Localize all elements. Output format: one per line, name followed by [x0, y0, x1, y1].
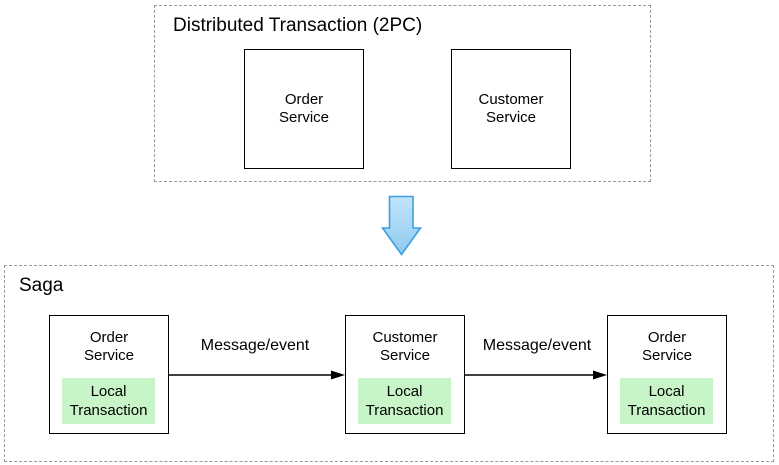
- 2pc-group-title: Distributed Transaction (2PC): [173, 15, 423, 36]
- 2pc-customer-service-box: Customer Service: [451, 49, 571, 169]
- local-transaction-box: Local Transaction: [620, 378, 713, 424]
- saga-group: Saga Order Service Local Transaction Cus…: [4, 265, 774, 462]
- saga-customer-service-box: Customer Service Local Transaction: [345, 315, 465, 434]
- message-event-label: Message/event: [200, 337, 310, 355]
- message-arrow-1: [465, 370, 607, 380]
- 2pc-order-service-box: Order Service: [244, 49, 364, 169]
- saga-order-service-box-2: Order Service Local Transaction: [607, 315, 727, 434]
- message-arrow-0: [169, 370, 345, 380]
- service-label: Order Service: [83, 329, 135, 364]
- message-event-label: Message/event: [482, 337, 592, 355]
- local-transaction-label: Local Transaction: [627, 383, 706, 419]
- local-transaction-label: Local Transaction: [69, 383, 148, 419]
- service-label: Order Service: [641, 329, 693, 364]
- local-transaction-label: Local Transaction: [365, 383, 444, 419]
- down-arrow-icon: [380, 195, 423, 256]
- service-label: Customer Service: [478, 91, 544, 126]
- service-label: Customer Service: [372, 329, 438, 364]
- local-transaction-box: Local Transaction: [358, 378, 451, 424]
- service-label: Order Service: [278, 91, 330, 126]
- local-transaction-box: Local Transaction: [62, 378, 155, 424]
- saga-group-title: Saga: [19, 275, 64, 296]
- saga-order-service-box: Order Service Local Transaction: [49, 315, 169, 434]
- 2pc-group: Distributed Transaction (2PC) Order Serv…: [154, 5, 651, 182]
